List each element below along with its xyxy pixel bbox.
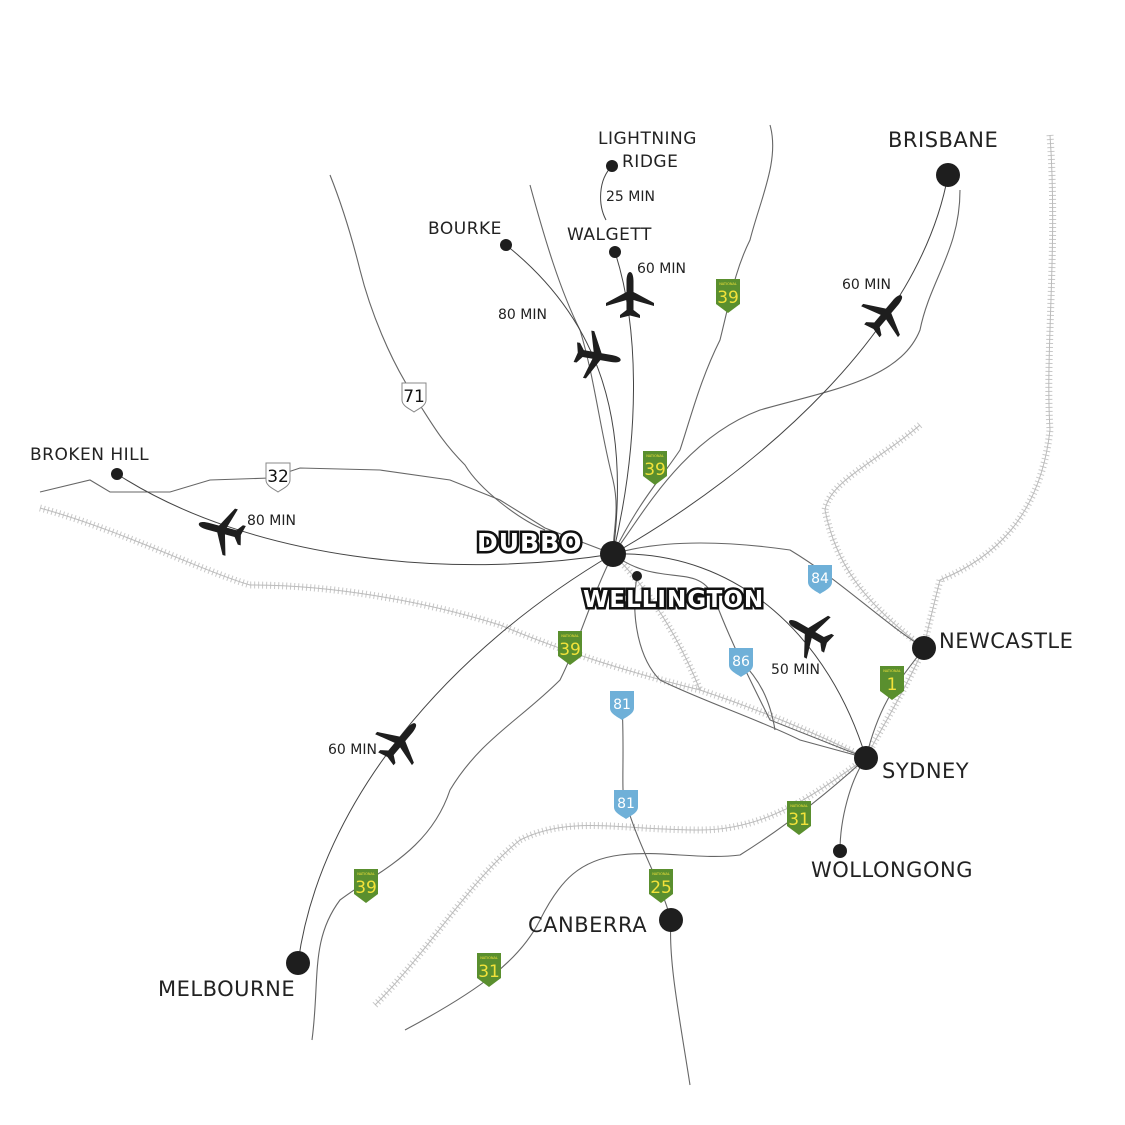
shield-national-39: NATIONAL 39 [354,869,378,903]
svg-text:86: 86 [732,654,750,670]
svg-text:32: 32 [267,467,289,487]
city-dots [111,160,960,975]
svg-text:31: 31 [788,810,810,830]
broken-hill-label: BROKEN HILL [30,445,149,465]
canberra-dot-icon[interactable] [659,908,683,932]
flight-time-bourke: 80 MIN [498,307,547,323]
roads [39,124,961,1086]
canberra-label: CANBERRA [528,913,647,937]
flight-time-lightning-ridge: 25 MIN [606,189,655,205]
flight-time-broken-hill: 80 MIN [247,513,296,529]
wollongong-label: WOLLONGONG [811,858,973,882]
airplane-icon [367,708,434,775]
shield-route-71: 71 [401,382,427,413]
melbourne-label: MELBOURNE [158,977,295,1001]
lightning-ridge-label: LIGHTNING [598,129,697,149]
flight-time-sydney: 50 MIN [771,662,820,678]
svg-text:NATIONAL: NATIONAL [357,872,375,876]
brisbane-dot-icon[interactable] [936,163,960,187]
brisbane-label: BRISBANE [888,128,998,152]
wollongong-dot-icon[interactable] [833,844,847,858]
svg-text:25: 25 [650,878,672,898]
walgett-dot-icon[interactable] [609,246,621,258]
lightning-ridge-label-2: RIDGE [622,152,678,172]
newcastle-dot-icon[interactable] [912,636,936,660]
airplane-icon [606,272,654,318]
broken-hill-dot-icon[interactable] [111,468,123,480]
sydney-label: SYDNEY [882,759,969,783]
shield-state-81: 81 [614,790,638,819]
svg-text:1: 1 [887,675,898,695]
flight-time-melbourne: 60 MIN [328,742,377,758]
svg-text:NATIONAL: NATIONAL [646,454,664,458]
shield-national-39: NATIONAL 39 [643,451,667,485]
svg-text:NATIONAL: NATIONAL [719,282,737,286]
svg-text:NATIONAL: NATIONAL [480,956,498,960]
flight-time-brisbane: 60 MIN [842,277,891,293]
bourke-dot-icon[interactable] [500,239,512,251]
melbourne-dot-icon[interactable] [286,951,310,975]
svg-text:39: 39 [559,640,581,660]
dubbo-label: DUBBO [477,528,582,557]
shield-state-86: 86 [729,648,753,677]
airplane-icon [192,500,250,559]
svg-text:NATIONAL: NATIONAL [652,872,670,876]
svg-text:NATIONAL: NATIONAL [561,634,579,638]
airplanes [192,272,920,775]
shield-state-84: 84 [808,565,832,594]
svg-text:84: 84 [811,571,829,587]
airplane-icon [777,600,842,665]
national-route-shields: NATIONAL 39 NATIONAL 39 NATIONAL 39 NATIONA… [354,279,904,987]
svg-text:39: 39 [644,460,666,480]
svg-text:81: 81 [613,697,631,713]
flight-time-walgett: 60 MIN [637,261,686,277]
shield-national-1: NATIONAL 1 [880,666,904,700]
shield-national-31: NATIONAL 31 [787,801,811,835]
shield-state-81: 81 [610,691,634,720]
shield-national-31: NATIONAL 31 [477,953,501,987]
svg-text:39: 39 [717,288,739,308]
svg-text:31: 31 [478,962,500,982]
svg-text:39: 39 [355,878,377,898]
svg-text:81: 81 [617,796,635,812]
svg-text:NATIONAL: NATIONAL [790,804,808,808]
bourke-label: BOURKE [428,219,502,239]
wellington-dot-icon[interactable] [632,571,642,581]
flight-paths [116,165,949,964]
lightning-ridge-dot-icon[interactable] [606,160,618,172]
dubbo-dot-icon[interactable] [600,541,626,567]
svg-text:71: 71 [403,387,425,407]
shield-national-39: NATIONAL 39 [716,279,740,313]
wellington-label: WELLINGTON [583,587,764,613]
sydney-dot-icon[interactable] [854,746,878,770]
shield-national-25: NATIONAL 25 [649,869,673,903]
shield-route-32: 32 [265,462,291,493]
state-route-shields: 84 86 81 81 71 32 [265,382,832,819]
newcastle-label: NEWCASTLE [939,629,1073,653]
shield-national-39: NATIONAL 39 [558,631,582,665]
airplane-icon [571,328,625,384]
svg-text:NATIONAL: NATIONAL [883,669,901,673]
walgett-label: WALGETT [567,225,652,245]
